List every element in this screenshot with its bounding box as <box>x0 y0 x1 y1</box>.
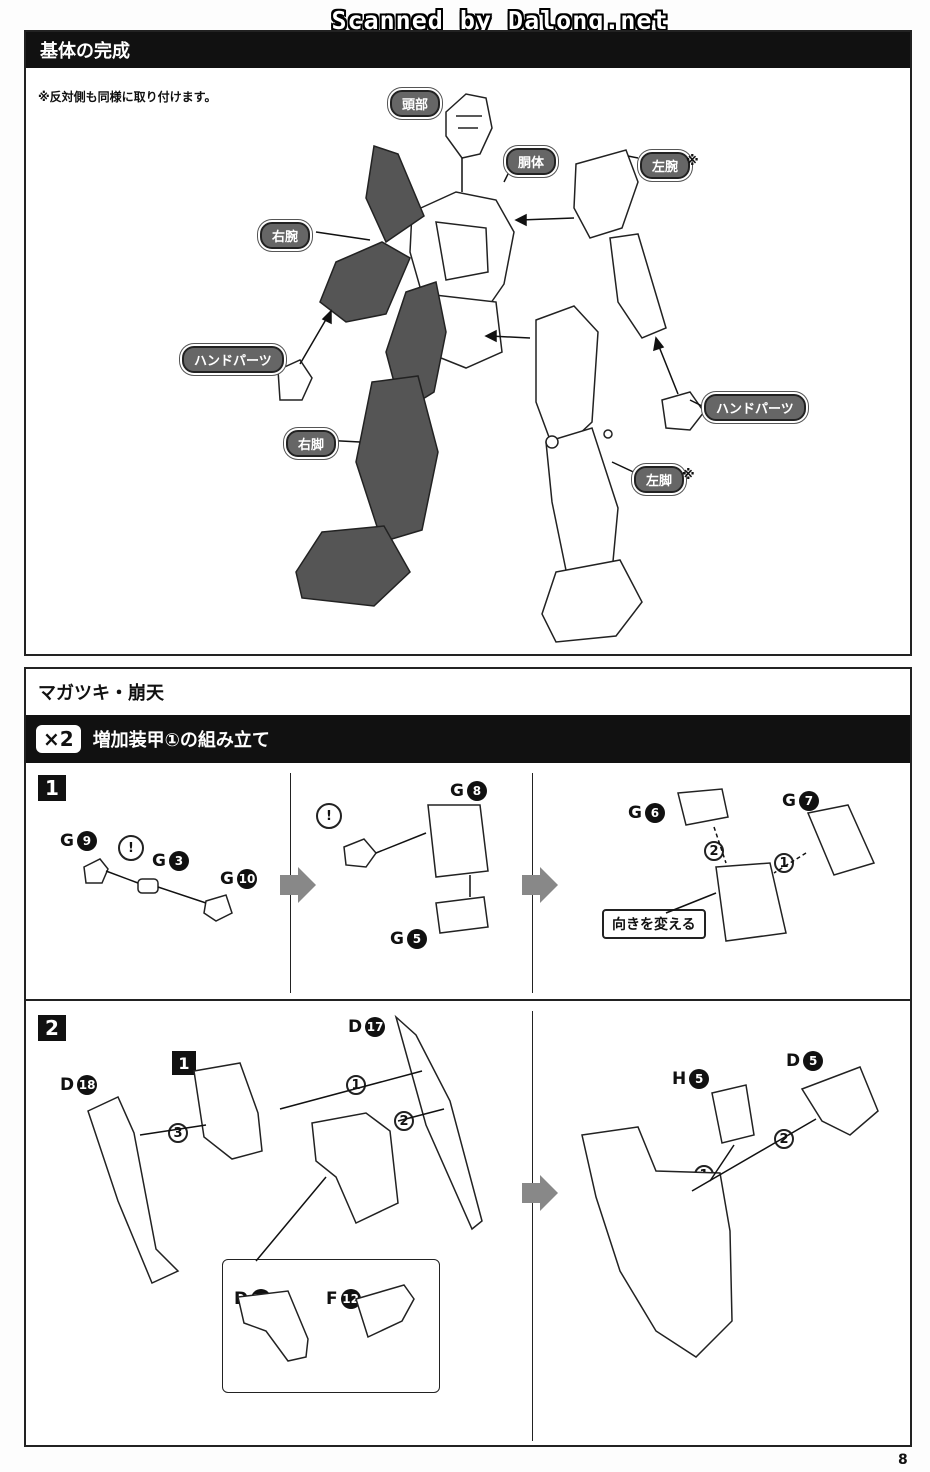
section-title: 基体の完成 <box>40 41 130 62</box>
section-note: ※反対側も同様に取り付けます。 <box>38 90 217 104</box>
order-2: 2 <box>394 1111 414 1131</box>
caution-icon: ! <box>316 803 342 829</box>
section-base-complete: 基体の完成 ※反対側も同様に取り付けます。 <box>24 30 912 656</box>
label-hand-left-arm: ハンドパーツ <box>704 394 806 421</box>
label-torso: 胴体 <box>506 148 557 175</box>
page-number: 8 <box>898 1452 908 1468</box>
turn-label: 向きを変える <box>602 909 706 939</box>
ref-mark-left-leg: ※ <box>682 468 695 483</box>
flow-arrow <box>522 867 558 903</box>
section-title: マガツキ・崩天 <box>38 683 164 704</box>
ref-step-badge: 1 <box>172 1051 196 1075</box>
label-hand-right-arm: ハンドパーツ <box>182 346 284 373</box>
column-divider <box>532 1011 533 1441</box>
flow-arrow <box>280 867 316 903</box>
quantity-badge: ×2 <box>36 725 81 753</box>
flow-arrow <box>522 1175 558 1211</box>
step-header-title: 増加装甲①の組み立て <box>92 730 270 751</box>
order-2: 2 <box>704 841 724 861</box>
order-1: 1 <box>346 1075 366 1095</box>
step-number: 2 <box>38 1015 66 1041</box>
step-1-illustration <box>83 788 876 942</box>
order-1: 1 <box>774 853 794 873</box>
section-title-bar: 基体の完成 <box>26 32 910 68</box>
robot-assembly-illustration <box>269 93 705 643</box>
label-right-leg: 右脚 <box>286 430 337 457</box>
ref-mark-left-arm: ※ <box>686 154 699 169</box>
step-number: 1 <box>38 775 66 801</box>
step-divider <box>26 999 910 1001</box>
step-2-illustration <box>87 1014 879 1362</box>
label-right-arm: 右腕 <box>260 222 311 249</box>
label-left-arm: 左腕 <box>640 152 691 179</box>
detail-inset-box <box>222 1259 440 1393</box>
label-head: 頭部 <box>390 90 441 117</box>
step-header-bar: ×2 増加装甲①の組み立て <box>26 715 910 763</box>
caution-icon: ! <box>118 835 144 861</box>
label-left-leg: 左脚 <box>634 466 685 493</box>
step-2-row: 2 1 D18 D17 D21 F12 3 1 2 H5 D5 1 2 <box>26 1001 910 1445</box>
